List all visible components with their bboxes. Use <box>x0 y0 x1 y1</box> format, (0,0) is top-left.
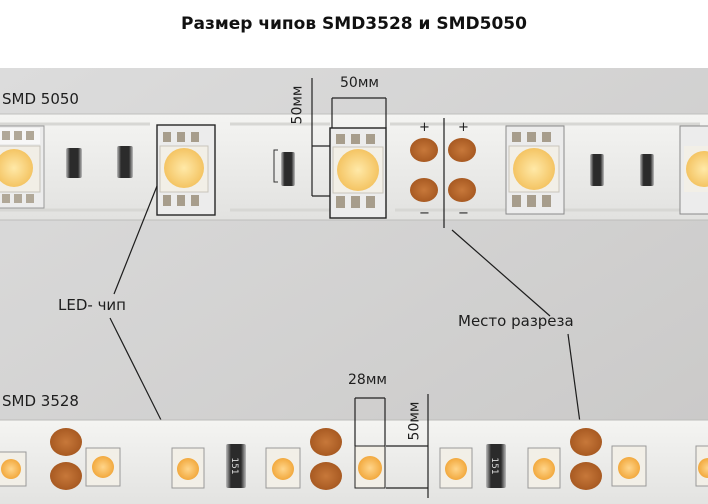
led-5050-5 <box>679 125 708 215</box>
callout-lines <box>109 185 582 459</box>
dimension-width-5050-label: 50мм <box>340 75 379 91</box>
led-3528-6 <box>439 447 473 489</box>
led-3528-2 <box>85 447 121 487</box>
dimension-5050 <box>311 78 387 197</box>
page-title: Размер чипов SMD3528 и SMD5050 <box>181 14 527 34</box>
dimension-width-3528-label: 28мм <box>348 372 387 388</box>
smd3528-label: SMD 3528 <box>2 392 79 410</box>
resistor-bottom-1: 151 <box>226 444 246 488</box>
led-5050-4 <box>505 125 565 215</box>
led-5050-2 <box>156 124 216 216</box>
strip-smd5050 <box>0 78 708 228</box>
resistor-top-1 <box>66 148 82 178</box>
led-chip-label: LED- чип <box>58 296 126 314</box>
cut-place-label: Место разреза <box>458 312 574 330</box>
minus-sign-left: − <box>419 206 430 221</box>
resistor-code-2: 151 <box>489 457 499 474</box>
led-3528-4 <box>265 447 301 489</box>
smd5050-label: SMD 5050 <box>2 90 79 108</box>
resistor-top-3 <box>273 149 295 186</box>
led-3528-5 <box>354 445 386 489</box>
led-5050-1 <box>0 125 45 209</box>
resistor-top-5 <box>640 154 654 186</box>
resistor-code-1: 151 <box>229 457 239 474</box>
photo-drawing: 151 151 <box>0 68 708 504</box>
dimension-height-3528-label: 50мм <box>406 401 423 441</box>
resistor-top-2 <box>117 146 133 178</box>
plus-sign-left: + <box>419 120 430 135</box>
led-3528-7 <box>527 447 561 489</box>
led-3528-8 <box>611 445 647 487</box>
resistor-top-4 <box>590 154 604 186</box>
resistor-bottom-2: 151 <box>486 444 506 488</box>
strip-smd3528: 151 151 <box>0 394 708 504</box>
plus-sign-right: + <box>458 120 469 135</box>
dimension-height-5050-label: 50мм <box>289 85 306 125</box>
led-3528-3 <box>171 447 205 489</box>
minus-sign-right: − <box>458 206 469 221</box>
solder-pads-top <box>410 118 476 228</box>
led-5050-3 <box>329 127 387 219</box>
led-3528-1 <box>0 451 27 487</box>
led-strip-photo: 151 151 <box>0 68 708 504</box>
dimension-3528 <box>354 394 429 498</box>
led-3528-9 <box>695 445 708 487</box>
